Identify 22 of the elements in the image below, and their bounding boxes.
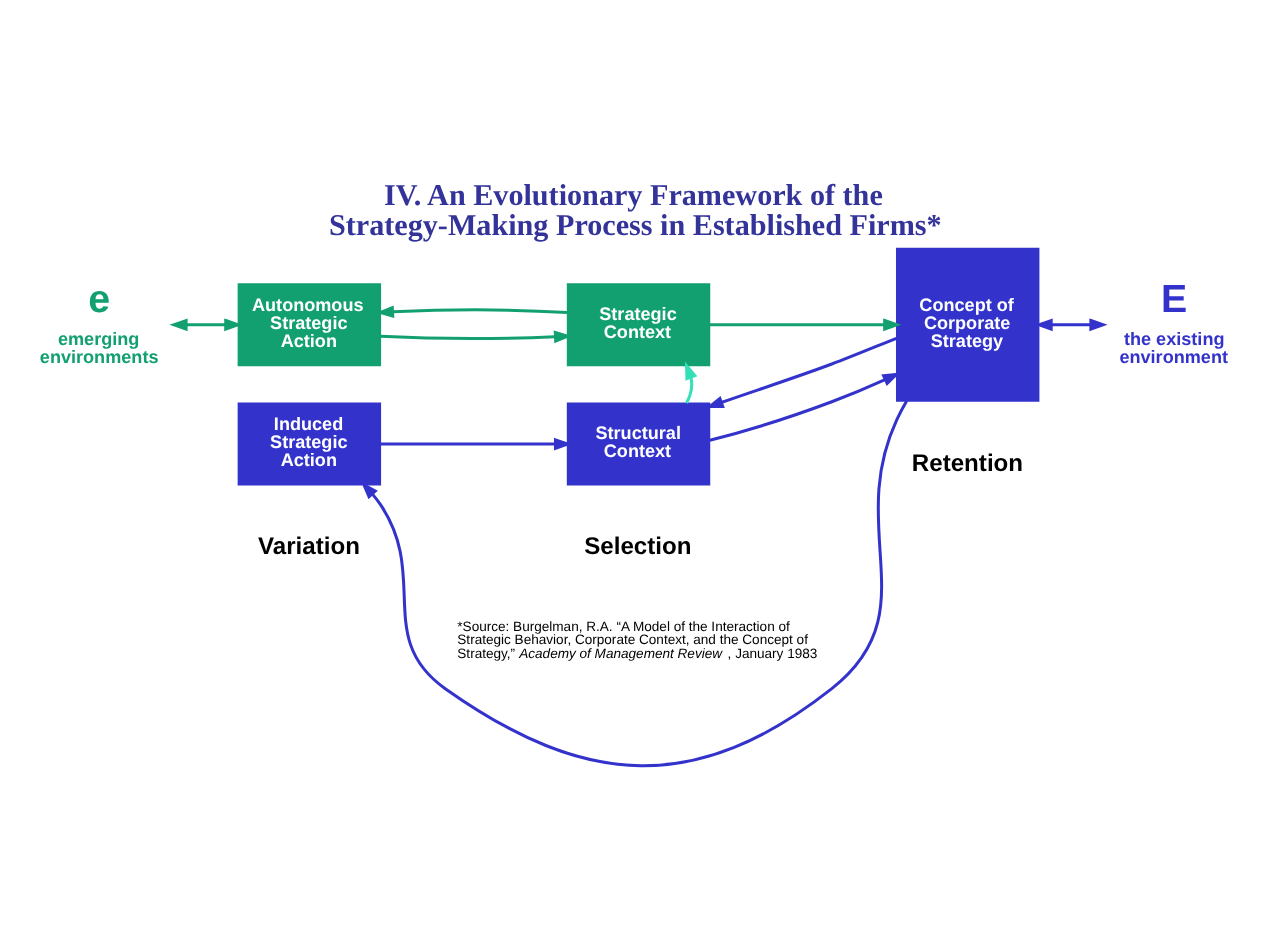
arrow [169, 318, 243, 332]
node-box: Strategic Context [566, 283, 711, 367]
label: Variation [258, 531, 360, 560]
node-box: Autonomous Strategic Action [237, 283, 382, 367]
node-text: E [1160, 278, 1188, 323]
arrow [375, 305, 568, 319]
arrow [380, 330, 573, 344]
arrow [705, 336, 897, 409]
arrow [380, 437, 573, 451]
node-text: e [88, 278, 110, 323]
node-label: the existing environment [1119, 329, 1229, 368]
label: Retention [911, 448, 1024, 477]
node-box: Induced Strategic Action [237, 402, 382, 486]
node-label: emerging environments [39, 329, 159, 368]
arrow [1034, 318, 1108, 332]
label: Selection [584, 531, 692, 560]
diagram-title: IV. An Evolutionary Framework of the Strategy-Making Process in Established Firms* [328, 180, 942, 243]
arrow [684, 361, 698, 404]
node-box: Concept of Corporate Strategy [895, 247, 1040, 402]
arrow [709, 318, 902, 332]
arrow [709, 372, 901, 442]
node-box: Structural Context [566, 402, 711, 486]
